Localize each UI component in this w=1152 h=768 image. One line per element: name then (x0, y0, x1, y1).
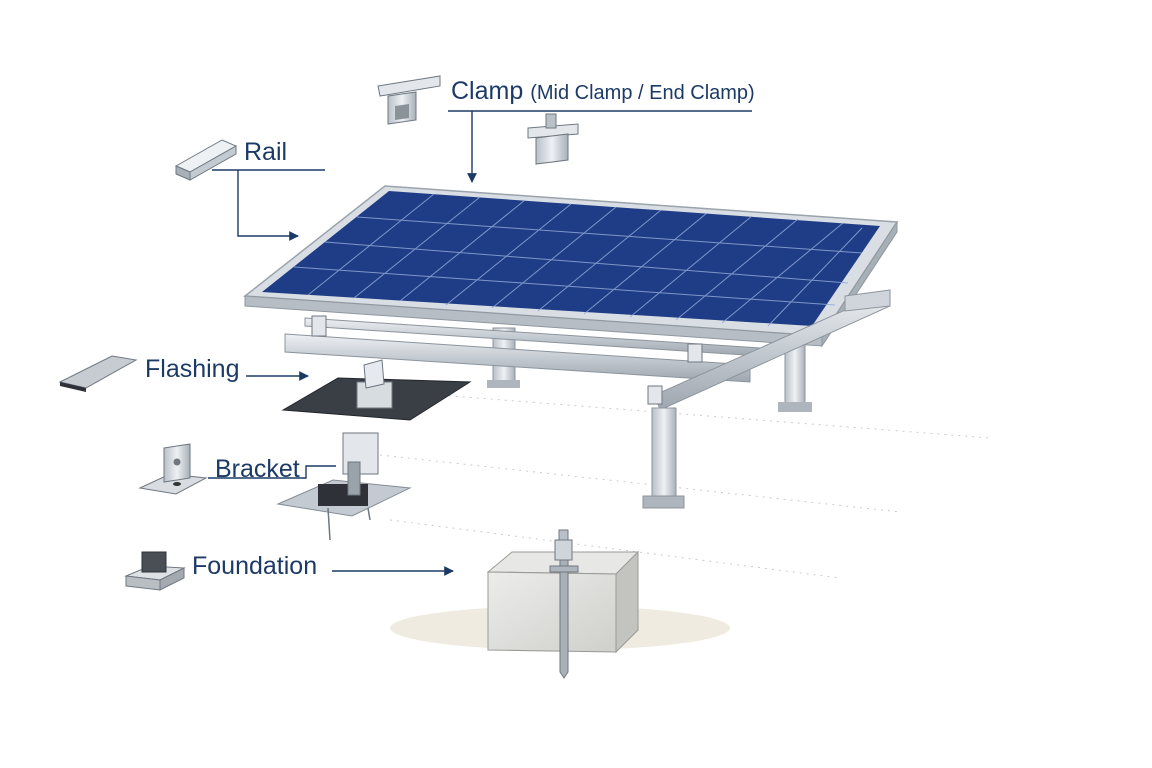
solar-cell-grid (293, 193, 863, 327)
flashing-label: Flashing (145, 355, 240, 383)
rail-icon (174, 139, 238, 181)
leader-lines (208, 110, 752, 576)
foundation-label: Foundation (192, 552, 318, 580)
foundation-icon (124, 551, 186, 591)
rail-label: Rail (244, 138, 288, 166)
clamp-label: Clamp (Mid Clamp / End Clamp) (451, 79, 755, 104)
bracket-icon (138, 443, 208, 495)
ground-guides (379, 391, 991, 579)
concrete-foundation (390, 529, 730, 679)
clamp-label-main: Clamp (451, 77, 524, 105)
clamp-icon (377, 75, 579, 165)
clamp-label-detail: (Mid Clamp / End Clamp) (530, 82, 755, 104)
bracket-label: Bracket (215, 455, 300, 483)
bracket-assembly (276, 432, 412, 541)
flashing-icon (58, 355, 138, 392)
main-assembly (243, 185, 899, 509)
